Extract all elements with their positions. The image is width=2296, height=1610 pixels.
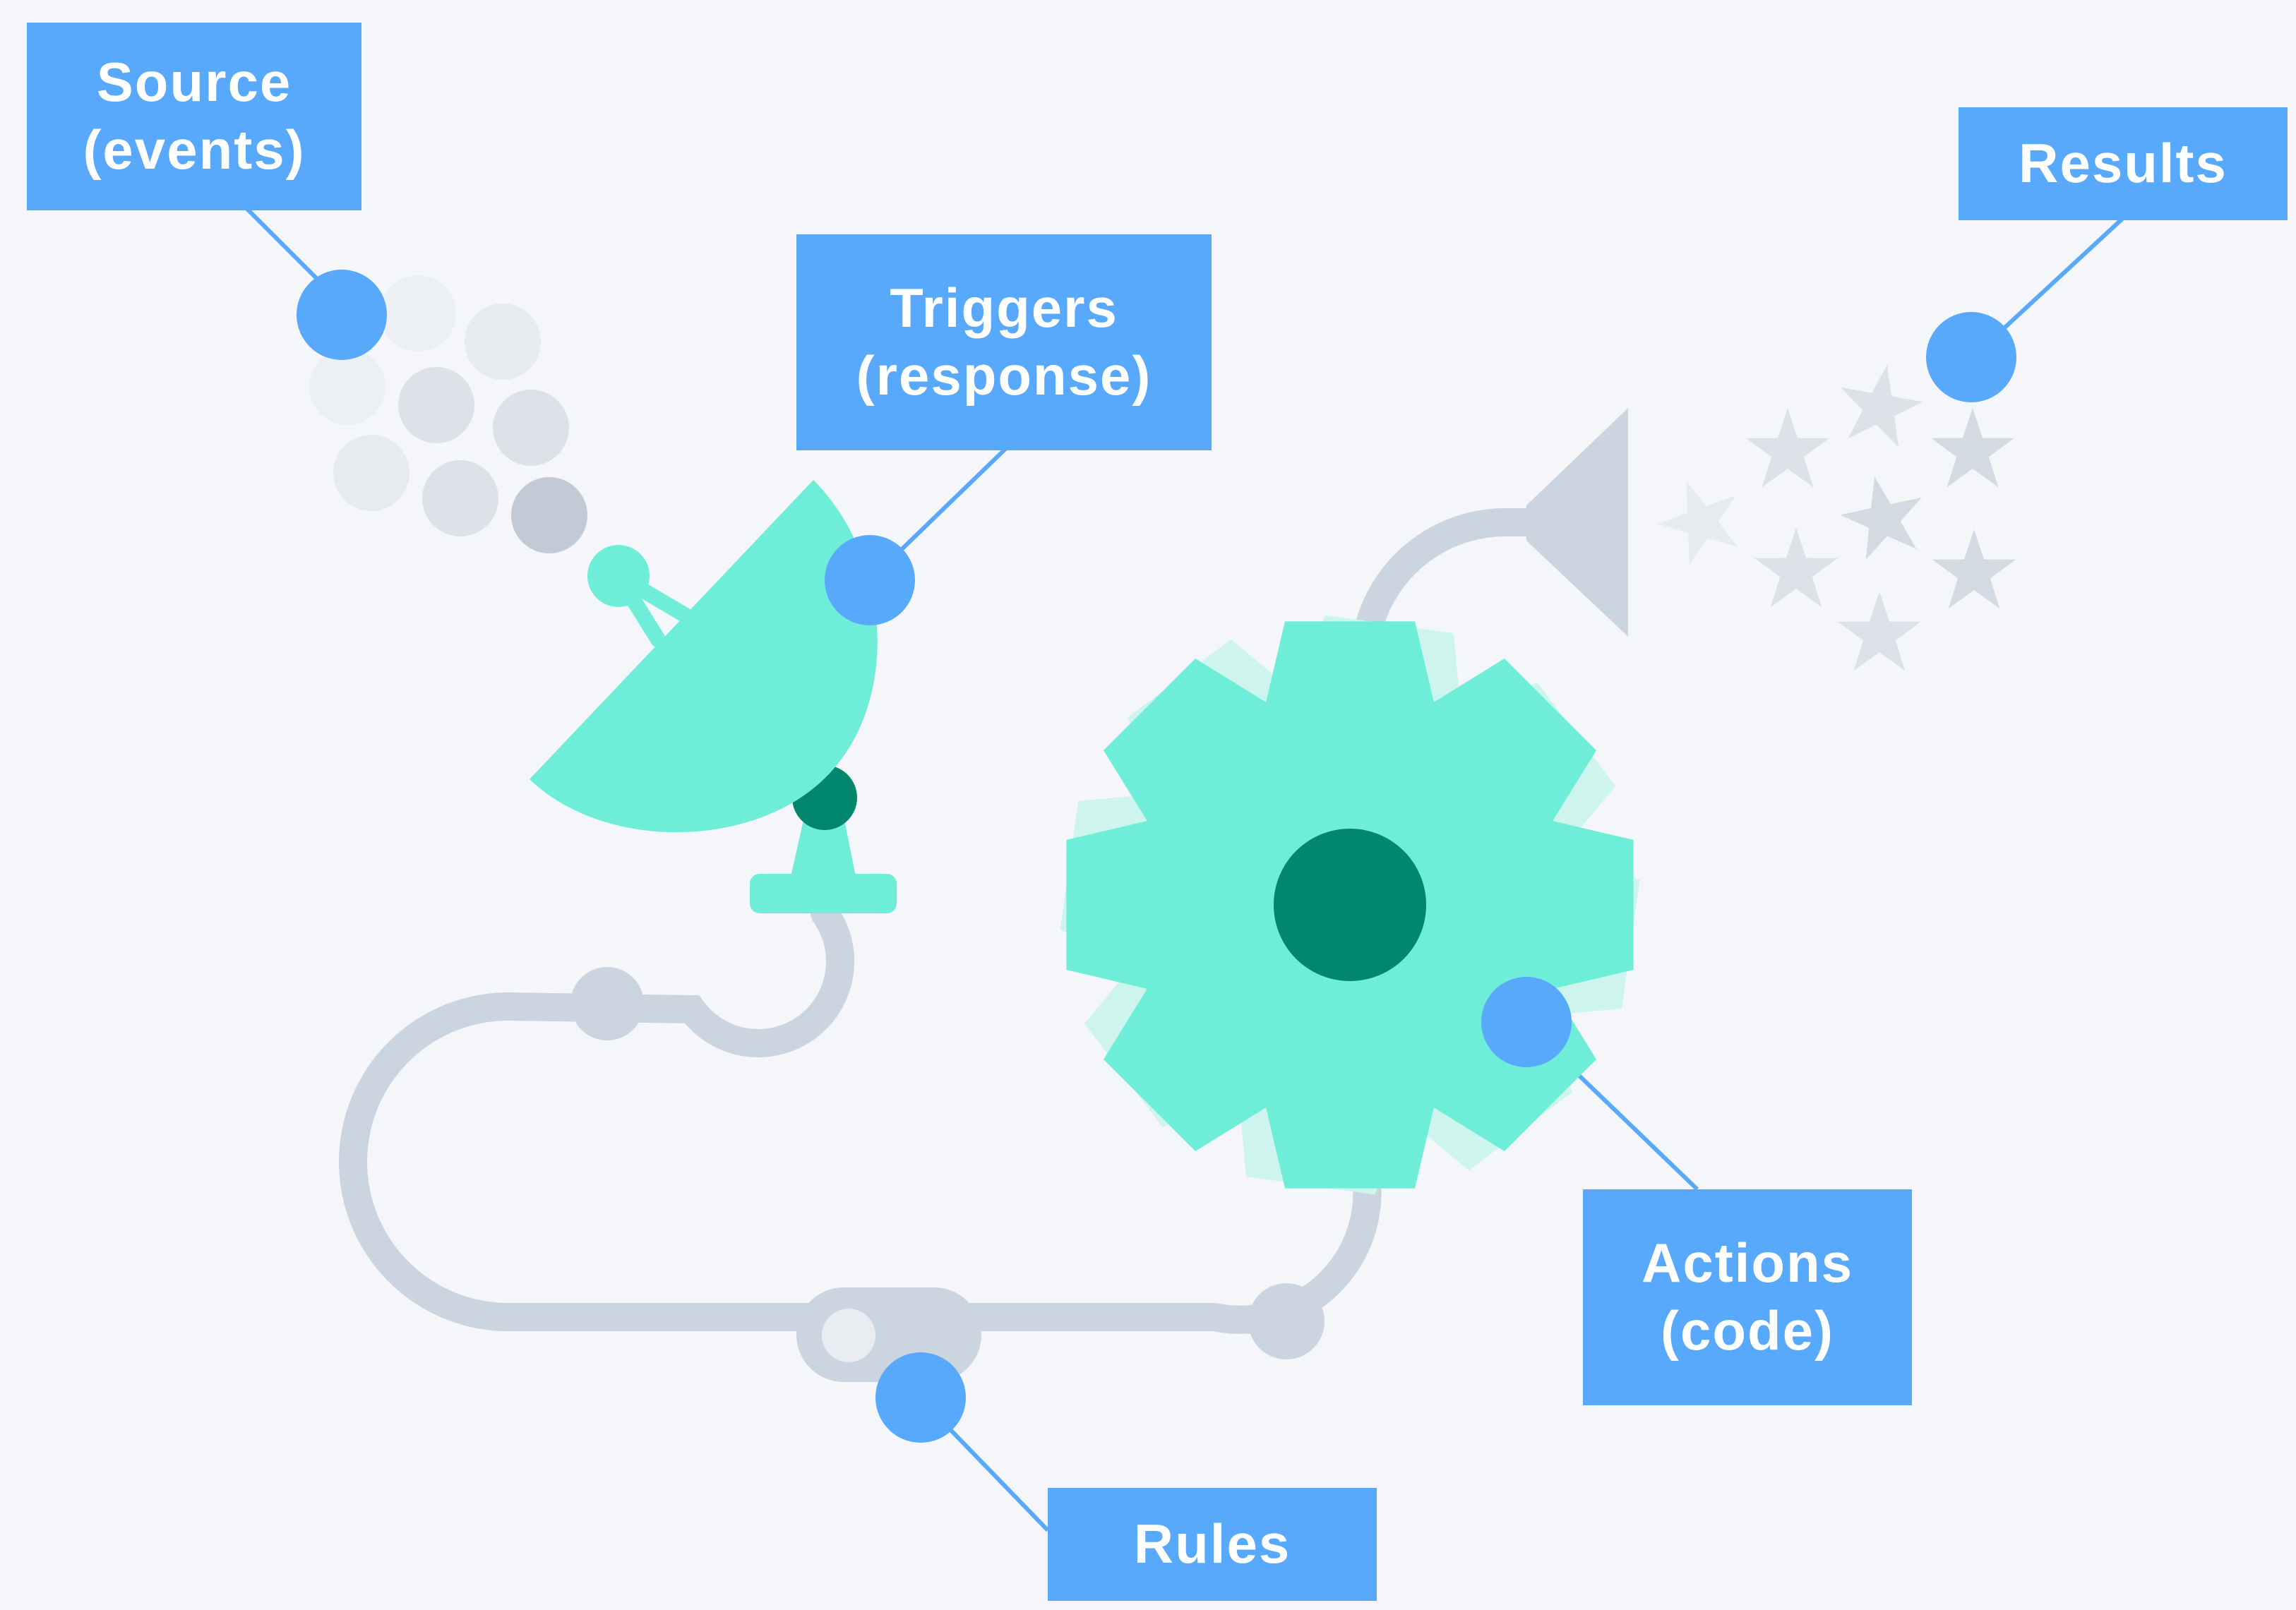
star-icon — [1931, 408, 2014, 488]
dish-receiver — [587, 545, 650, 607]
pipe-joint — [1248, 1283, 1325, 1359]
rules-marker — [875, 1352, 966, 1443]
event-dots-icon — [309, 275, 587, 553]
results-label-line1: Results — [2019, 132, 2228, 195]
actions-label-line1: Actions — [1641, 1232, 1854, 1294]
satellite-dish-icon — [530, 480, 897, 913]
gear-hub — [1274, 829, 1426, 981]
star-icon — [1932, 529, 2016, 609]
gear-icon — [1060, 615, 1640, 1195]
rules-label-line1: Rules — [1133, 1513, 1291, 1575]
event-dot — [398, 367, 474, 443]
results-label: Results — [1959, 107, 2288, 220]
triggers-marker — [825, 535, 915, 625]
source-label: Source (events) — [27, 23, 361, 210]
star-icon — [1746, 408, 1829, 488]
event-dot — [422, 460, 498, 536]
results-marker — [1926, 312, 2016, 402]
event-dot — [465, 304, 541, 380]
actions-label-line2: (code) — [1661, 1299, 1834, 1362]
rules-valve-knob — [822, 1309, 875, 1362]
actions-marker — [1481, 977, 1572, 1067]
markers — [297, 270, 2016, 1443]
source-marker — [297, 270, 387, 360]
star-icon — [1754, 528, 1838, 608]
source-label-line1: Source — [96, 51, 292, 114]
funnel-icon — [1526, 408, 1628, 637]
results-stars — [1647, 357, 2016, 671]
star-icon — [1832, 357, 1928, 450]
dish-stand — [791, 820, 856, 877]
star-icon — [1647, 467, 1753, 570]
triggers-label-line1: Triggers — [890, 277, 1118, 340]
event-dot — [380, 275, 456, 352]
star-icon — [1834, 468, 1932, 563]
event-dot — [493, 390, 569, 466]
actions-label: Actions (code) — [1583, 1189, 1912, 1405]
event-dot — [333, 435, 409, 511]
pipe-joint — [570, 967, 644, 1040]
triggers-label-line2: (response) — [856, 344, 1152, 407]
event-dot — [309, 349, 385, 425]
dish-bowl — [530, 480, 878, 833]
star-icon — [1838, 591, 1921, 671]
dish-base — [750, 874, 897, 913]
event-dot — [511, 477, 587, 553]
rules-label: Rules — [1048, 1488, 1377, 1601]
triggers-label: Triggers (response) — [796, 234, 1212, 450]
source-label-line2: (events) — [83, 119, 306, 181]
